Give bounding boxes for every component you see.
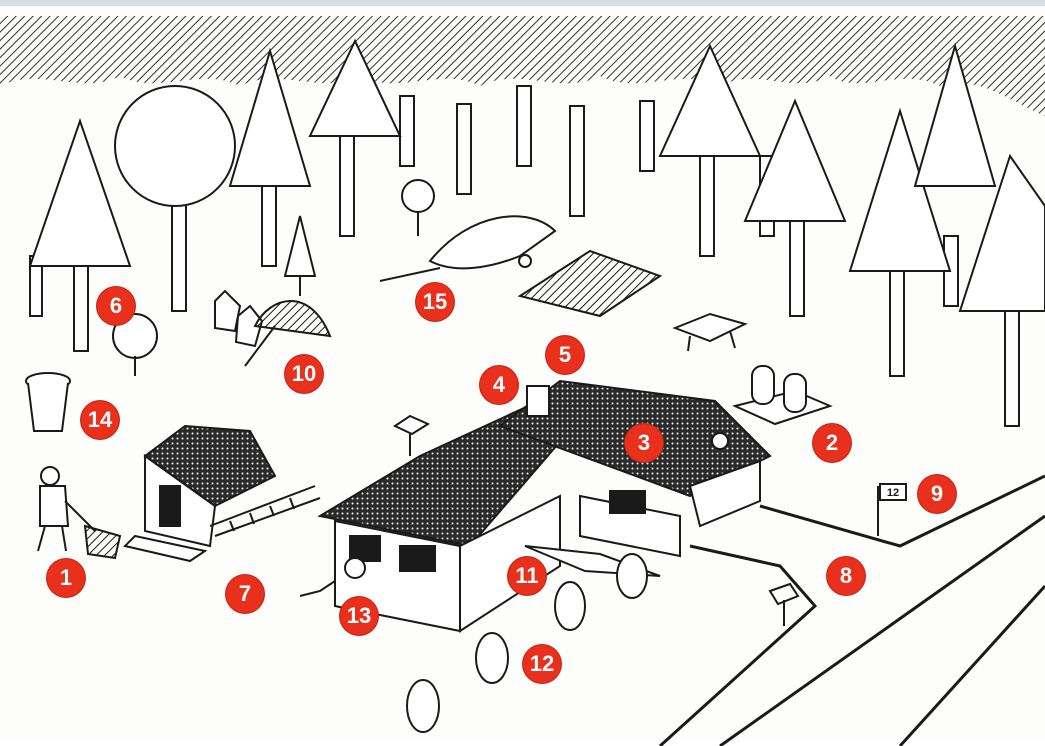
marker-12: 12 — [523, 645, 561, 683]
marker-2: 2 — [813, 424, 851, 462]
marker-7: 7 — [226, 575, 264, 613]
deciduous-tree — [115, 86, 235, 206]
marker-15: 15 — [416, 283, 454, 321]
shed — [125, 426, 275, 561]
marker-14: 14 — [81, 401, 119, 439]
trash-can — [26, 373, 70, 431]
marker-11: 11 — [508, 557, 546, 595]
mailbox — [770, 584, 798, 626]
person-mowing — [38, 467, 120, 558]
house-number-sign: 12 — [878, 484, 906, 536]
marker-5: 5 — [546, 336, 584, 374]
boat — [380, 216, 555, 281]
property-scene: 12 — [0, 6, 1045, 746]
marker-1: 1 — [47, 559, 85, 597]
house — [320, 381, 770, 631]
marker-9: 9 — [918, 475, 956, 513]
propane-tanks — [735, 366, 830, 424]
marker-6: 6 — [97, 287, 135, 325]
woodpile — [520, 251, 660, 316]
marker-8: 8 — [827, 557, 865, 595]
marker-4: 4 — [480, 366, 518, 404]
bird-feeder — [395, 416, 428, 456]
marker-13: 13 — [340, 597, 378, 635]
marker-3: 3 — [625, 424, 663, 462]
house-number-text: 12 — [887, 487, 899, 499]
picnic-table — [675, 314, 745, 351]
marker-10: 10 — [285, 355, 323, 393]
leaf-bags — [215, 291, 330, 366]
